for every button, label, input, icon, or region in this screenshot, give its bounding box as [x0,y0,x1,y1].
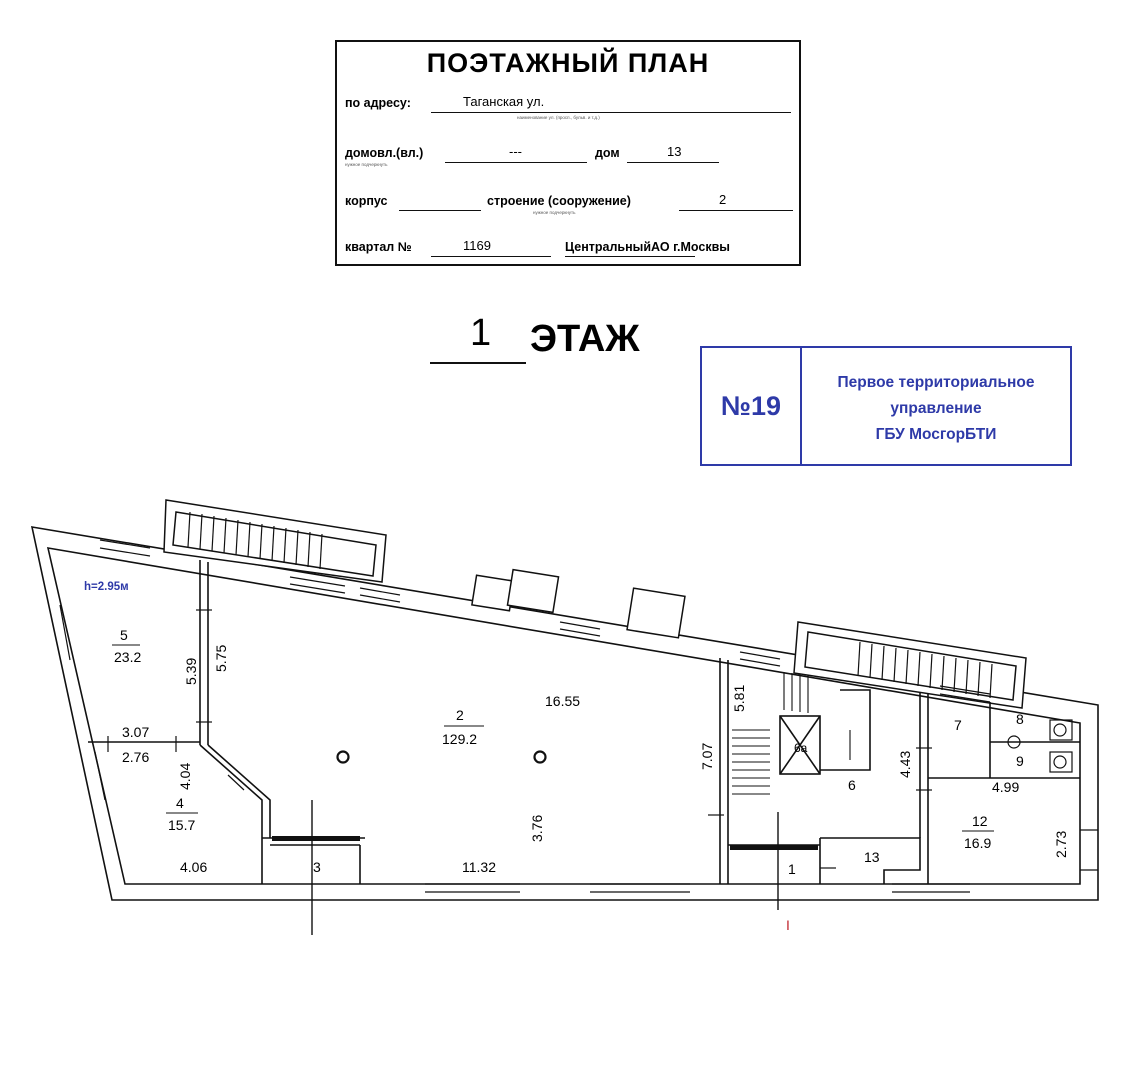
room-12-area: 16.9 [964,835,991,851]
dim-3-07: 3.07 [122,724,149,740]
room-5-id: 5 [120,627,128,643]
bti-stamp-line1: Первое территориальное [837,374,1035,391]
bti-stamp-number: №19 [702,348,802,464]
kvartal-underline [431,256,551,257]
section-lines [311,800,779,935]
stroenie-hint: нужное подчеркнуть [533,210,576,215]
dim-5-39: 5.39 [183,658,199,685]
domovl-label: домовл.(вл.) [345,146,424,160]
ceiling-height-note: h=2.95м [84,581,129,593]
kvartal-value: 1169 [463,238,491,253]
dim-2-73: 2.73 [1053,831,1069,858]
dim-5-75: 5.75 [213,645,229,672]
dim-4-99: 4.99 [992,779,1019,795]
room-13-label: 13 [864,849,880,865]
title-stamp: ПОЭТАЖНЫЙ ПЛАН по адресу: Таганская ул. … [335,40,801,266]
outer-walls [30,526,1099,901]
room-4-id: 4 [176,795,184,811]
dom-underline [627,162,719,163]
domovl-value: --- [509,144,522,159]
room-1-label: 1 [788,861,796,877]
dim-4-06: 4.06 [180,859,207,875]
domovl-underline [445,162,587,163]
stair-treads [187,511,993,699]
stroenie-label: строение (сооружение) [487,194,631,208]
bti-stamp: №19 Первое территориальное управление ГБ… [700,346,1072,466]
stair-blocks [163,499,1027,709]
floor-label: ЭТАЖ [530,318,640,360]
address-underline [431,112,791,113]
room-6a-label: 6а [794,741,808,755]
dom-label: дом [595,146,620,160]
bti-stamp-line3: ГБУ МосгорБТИ [875,426,997,443]
dim-16-55: 16.55 [545,693,580,709]
dimension-ticks [107,609,932,869]
plumbing [1007,719,1073,773]
dim-5-81: 5.81 [731,685,747,712]
section-mark: I [786,917,790,933]
korpus-underline [399,210,481,211]
interior-walls [88,560,1080,884]
room-2-area: 129.2 [442,731,477,747]
dim-7-07: 7.07 [699,743,715,770]
bti-stamp-line2: управление [890,400,982,417]
room-5-area: 23.2 [114,649,141,665]
room-9-label: 9 [1016,753,1024,769]
windows [59,539,1098,893]
dim-4-04: 4.04 [177,763,193,790]
interior-stairs [732,672,851,795]
dim-3-76: 3.76 [529,815,545,842]
district-underline [565,256,695,257]
dim-4-43: 4.43 [897,751,913,778]
door-sills [272,836,818,850]
stamp-title: ПОЭТАЖНЫЙ ПЛАН [426,48,710,78]
room-3-label: 3 [313,859,321,875]
room-2-id: 2 [456,707,464,723]
address-label: по адресу: [345,96,411,110]
room-8-label: 8 [1016,711,1024,727]
room-6-label: 6 [848,777,856,793]
stroenie-underline [679,210,793,211]
dim-2-76: 2.76 [122,749,149,765]
floor-underline [430,362,526,364]
columns [336,750,547,764]
dim-11-32: 11.32 [462,859,496,875]
district: ЦентральныйАО г.Москвы [565,240,730,254]
room-4-area: 15.7 [168,817,195,833]
korpus-label: корпус [345,194,388,208]
kvartal-label: квартал № [345,240,412,254]
floor-number: 1 [470,312,492,354]
stroenie-value: 2 [719,192,727,207]
room-12-id: 12 [972,813,988,829]
address-value: Таганская ул. [463,94,545,109]
address-hint: наименование ул. (просп., бульв. и т.д.) [517,115,600,120]
dom-value: 13 [667,144,682,159]
bti-stamp-text: Первое территориальное управление ГБУ Мо… [802,370,1070,448]
room-7-label: 7 [954,717,962,733]
domovl-hint: нужное подчеркнуть [345,162,388,167]
